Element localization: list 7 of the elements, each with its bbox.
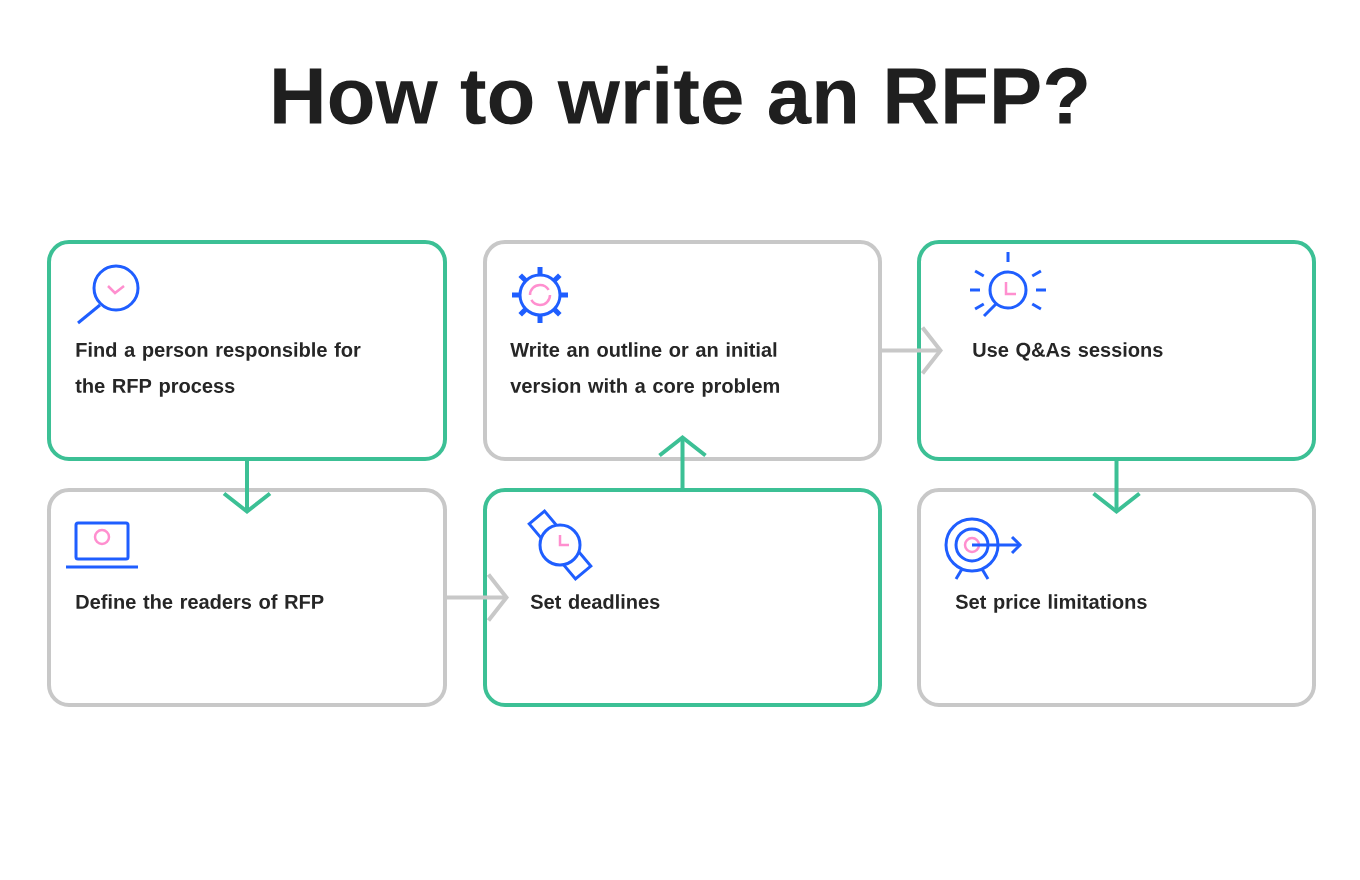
step-box: Write an outline or an initial version with a core problem	[483, 240, 882, 461]
step-box: Use Q&As sessions	[917, 240, 1316, 461]
step-box: Define the readers of RFP	[47, 488, 447, 707]
step-box: Set deadlines	[483, 488, 882, 707]
step-box: Set price limitations	[917, 488, 1316, 707]
title: How to write an RFP?	[274, 65, 1087, 125]
step-box: Find a person responsible for the RFP process	[47, 240, 447, 461]
